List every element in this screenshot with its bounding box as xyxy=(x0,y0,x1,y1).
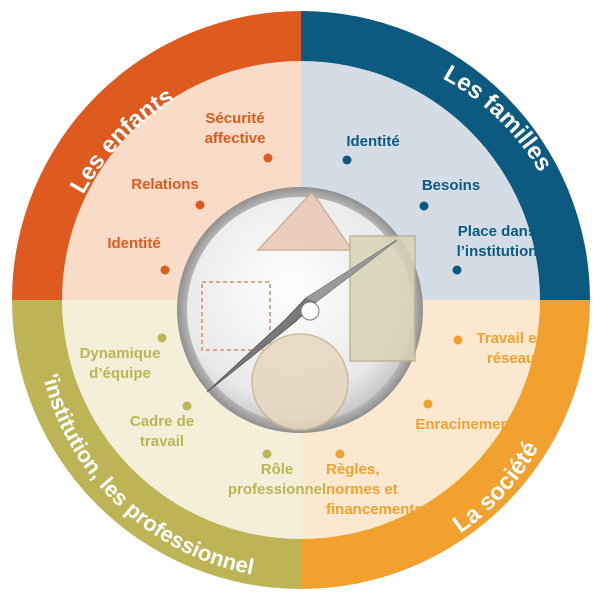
item-dot-institution-1 xyxy=(182,401,192,411)
item-dot-enfants-0 xyxy=(263,153,273,163)
item-dot-societe-0 xyxy=(453,335,463,345)
item-dot-familles-2 xyxy=(452,265,462,275)
item-dot-institution-0 xyxy=(157,333,167,343)
item-dot-familles-1 xyxy=(419,201,429,211)
item-dot-institution-2 xyxy=(262,449,272,459)
item-label-familles-1: Besoins xyxy=(422,177,480,194)
item-label-enfants-2: Identité xyxy=(107,235,160,252)
item-dot-familles-0 xyxy=(342,155,352,165)
compass-icon xyxy=(177,187,423,433)
item-dot-societe-2 xyxy=(335,449,345,459)
item-label-societe-1: Enracinement xyxy=(415,416,514,433)
item-label-enfants-1: Relations xyxy=(131,176,199,193)
item-dot-enfants-2 xyxy=(160,265,170,275)
item-dot-enfants-1 xyxy=(195,200,205,210)
item-dot-societe-1 xyxy=(423,399,433,409)
item-label-familles-0: Identité xyxy=(346,133,399,150)
